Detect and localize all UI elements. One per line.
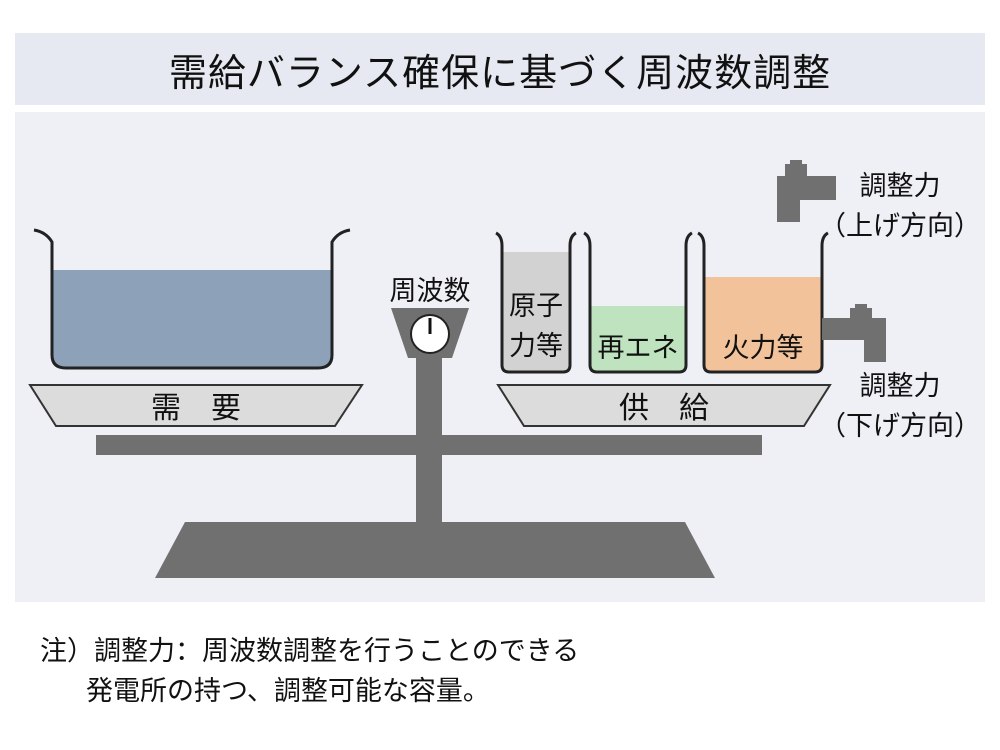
supply-label: 供 給 <box>619 391 709 426</box>
adjust-down-label-line1: 調整力 <box>860 371 941 402</box>
thermal-label: 火力等 <box>723 333 804 364</box>
title-bar: 需給バランス確保に基づく周波数調整 <box>15 33 985 105</box>
faucet-up-icon <box>777 160 836 222</box>
nuclear-label-line2: 力等 <box>509 331 563 362</box>
demand-label: 需 要 <box>151 391 241 426</box>
faucet-down-icon <box>822 304 886 362</box>
adjust-up-label-line1: 調整力 <box>860 171 941 202</box>
thermal-container <box>697 231 829 374</box>
renewables-fill <box>590 306 686 372</box>
scale-base <box>155 522 715 578</box>
nuclear-label-line1: 原子 <box>509 291 563 322</box>
nuclear-fill <box>502 252 570 372</box>
supply-tray <box>496 384 832 427</box>
adjust-down-label-line2: （下げ方向） <box>819 411 981 442</box>
renewables-container <box>583 231 693 374</box>
adjust-up-label-line2: （上げ方向） <box>819 211 981 242</box>
demand-tray <box>28 384 364 427</box>
footnote-line2: 発電所の持つ、調整可能な容量。 <box>86 676 490 707</box>
renewables-label: 再エネ <box>598 333 679 364</box>
nuclear-container <box>495 231 577 374</box>
thermal-fill <box>704 277 822 372</box>
demand-water <box>52 270 332 368</box>
gauge-label: 周波数 <box>390 276 471 307</box>
demand-basin <box>33 228 351 370</box>
footnote-line1: 注）調整力：周波数調整を行うことのできる <box>40 636 580 667</box>
scale-beam <box>96 435 762 455</box>
footnote: 注）調整力：周波数調整を行うことのできる 発電所の持つ、調整可能な容量。 <box>40 632 579 712</box>
page-title: 需給バランス確保に基づく周波数調整 <box>168 50 832 95</box>
